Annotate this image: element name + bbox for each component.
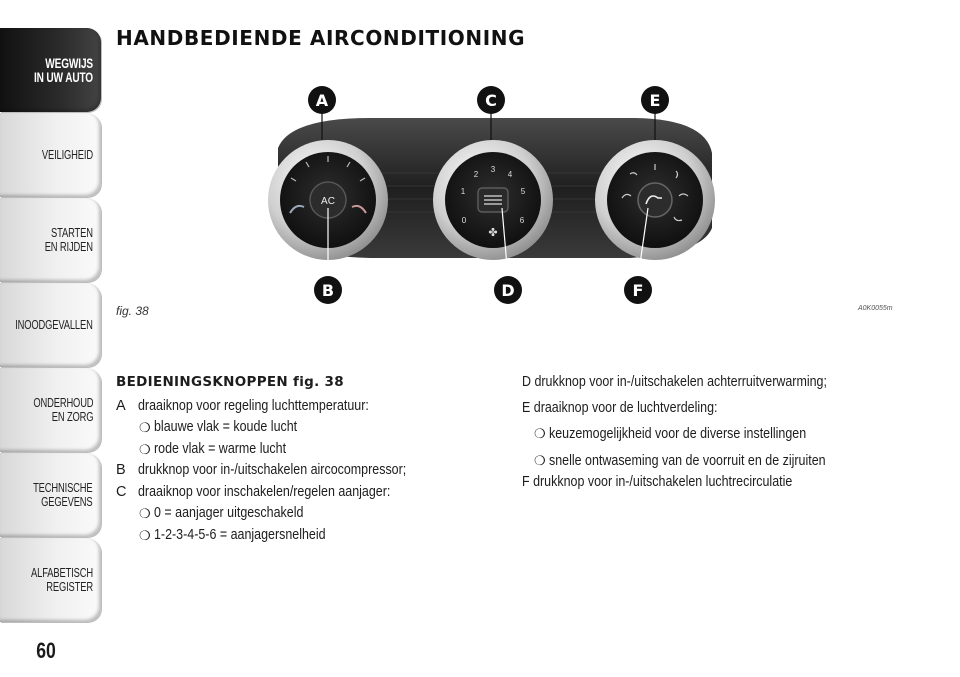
climate-control-figure: AC 0 1 2 3 4 5 6 ✤ [268,86,715,304]
recirculation-icon [645,195,662,205]
ac-label: AC [321,196,335,207]
item-key: B [116,462,126,478]
item-text-f: F drukknop voor in-/uitschakelen luchtre… [522,474,793,490]
page-number: 60 [36,638,56,663]
callout-d: D [501,281,514,300]
fan-icon: ✤ [488,227,497,239]
tab-label: TECHNISCHE GEGEVENS [33,480,94,509]
rear-defrost-icon [484,195,502,205]
bullet-icon: ❍ [139,506,151,521]
item-text-d: D drukknop voor in-/uitschakelen achterr… [522,374,827,390]
section-title: BEDIENINGSKNOPPEN fig. 38 [116,374,344,390]
fan-step-0: 0 [462,216,467,225]
bullet-icon: ❍ [139,441,151,457]
list-item: ❍1-2-3-4-5-6 = aanjagersnelheid [116,525,496,547]
callout-b: B [322,281,334,300]
chapter-sidebar: WEGWIJS IN UW AUTO VEILIGHEID STARTEN EN… [0,28,101,623]
recirculation-button[interactable] [637,182,673,218]
item-key: C [116,483,127,500]
list-item: ❍0 = aanjager uitgeschakeld [116,503,496,525]
item-key: A [116,397,126,414]
item-text: 1-2-3-4-5-6 = aanjagersnelheid [153,526,326,543]
item-text: draaiknop voor regeling luchttemperatuur… [138,397,369,414]
callout-e: E [650,91,661,110]
callout-c: C [485,91,497,110]
item-text: blauwe vlak = koude lucht [153,419,297,435]
tab-label: STARTEN EN RIJDEN [44,225,93,254]
list-item: ❍rode vlak = warme lucht [116,439,496,461]
fan-speed-knob[interactable]: 0 1 2 3 4 5 6 ✤ [433,140,553,260]
tab-starten[interactable]: STARTEN EN RIJDEN [0,198,101,282]
bullet-icon: ❍ [534,426,546,441]
tab-label: VEILIGHEID [41,147,93,162]
list-item: ❍blauwe vlak = koude lucht [116,417,496,439]
fan-step-4: 4 [508,170,513,179]
tab-noodgevallen[interactable]: INOODGEVALLEN [0,283,101,367]
bullet-icon: ❍ [139,527,151,543]
fan-step-3: 3 [491,165,496,174]
fan-step-2: 2 [474,170,479,179]
tab-veiligheid[interactable]: VEILIGHEID [0,113,101,197]
item-text: keuzemogelijkheid voor de diverse instel… [548,426,806,442]
figure-code: A0K0055m [858,305,893,312]
figure-caption: fig. 38 [116,304,149,318]
fan-step-6: 6 [520,216,525,225]
temperature-knob[interactable]: AC [268,140,388,260]
tab-technische[interactable]: TECHNISCHE GEGEVENS [0,453,101,537]
bullet-icon: ❍ [139,420,151,435]
item-text-e: E draaiknop voor de luchtverdeling: [522,399,718,416]
callout-a: A [316,91,329,110]
tab-label: ALFABETISCH REGISTER [31,565,93,594]
item-text: draaiknop voor inschakelen/regelen aanja… [138,483,391,500]
controls-list-continued: D drukknop voor in-/uitschakelen achterr… [522,372,932,498]
callouts: A C E B D F [308,86,669,304]
tab-label: INOODGEVALLEN [15,317,93,332]
item-text: rode vlak = warme lucht [153,440,286,457]
tab-alfabetisch[interactable]: ALFABETISCH REGISTER [0,538,101,622]
fan-step-1: 1 [461,187,466,196]
air-distribution-knob[interactable] [595,140,715,260]
tab-label: ONDERHOUD EN ZORG [32,395,93,424]
tab-wegwijs[interactable]: WEGWIJS IN UW AUTO [0,28,101,112]
page-title: HANDBEDIENDE AIRCONDITIONING [116,26,526,50]
tab-onderhoud[interactable]: ONDERHOUD EN ZORG [0,368,101,452]
item-text: snelle ontwaseming van de voorruit en de… [548,452,826,469]
bullet-icon: ❍ [534,452,546,468]
item-text: drukknop voor in-/uitschakelen aircocomp… [138,462,407,478]
fan-step-5: 5 [521,187,526,196]
callout-f: F [633,281,644,300]
item-text: 0 = aanjager uitgeschakeld [153,505,304,521]
tab-label: WEGWIJS IN UW AUTO [33,55,93,85]
